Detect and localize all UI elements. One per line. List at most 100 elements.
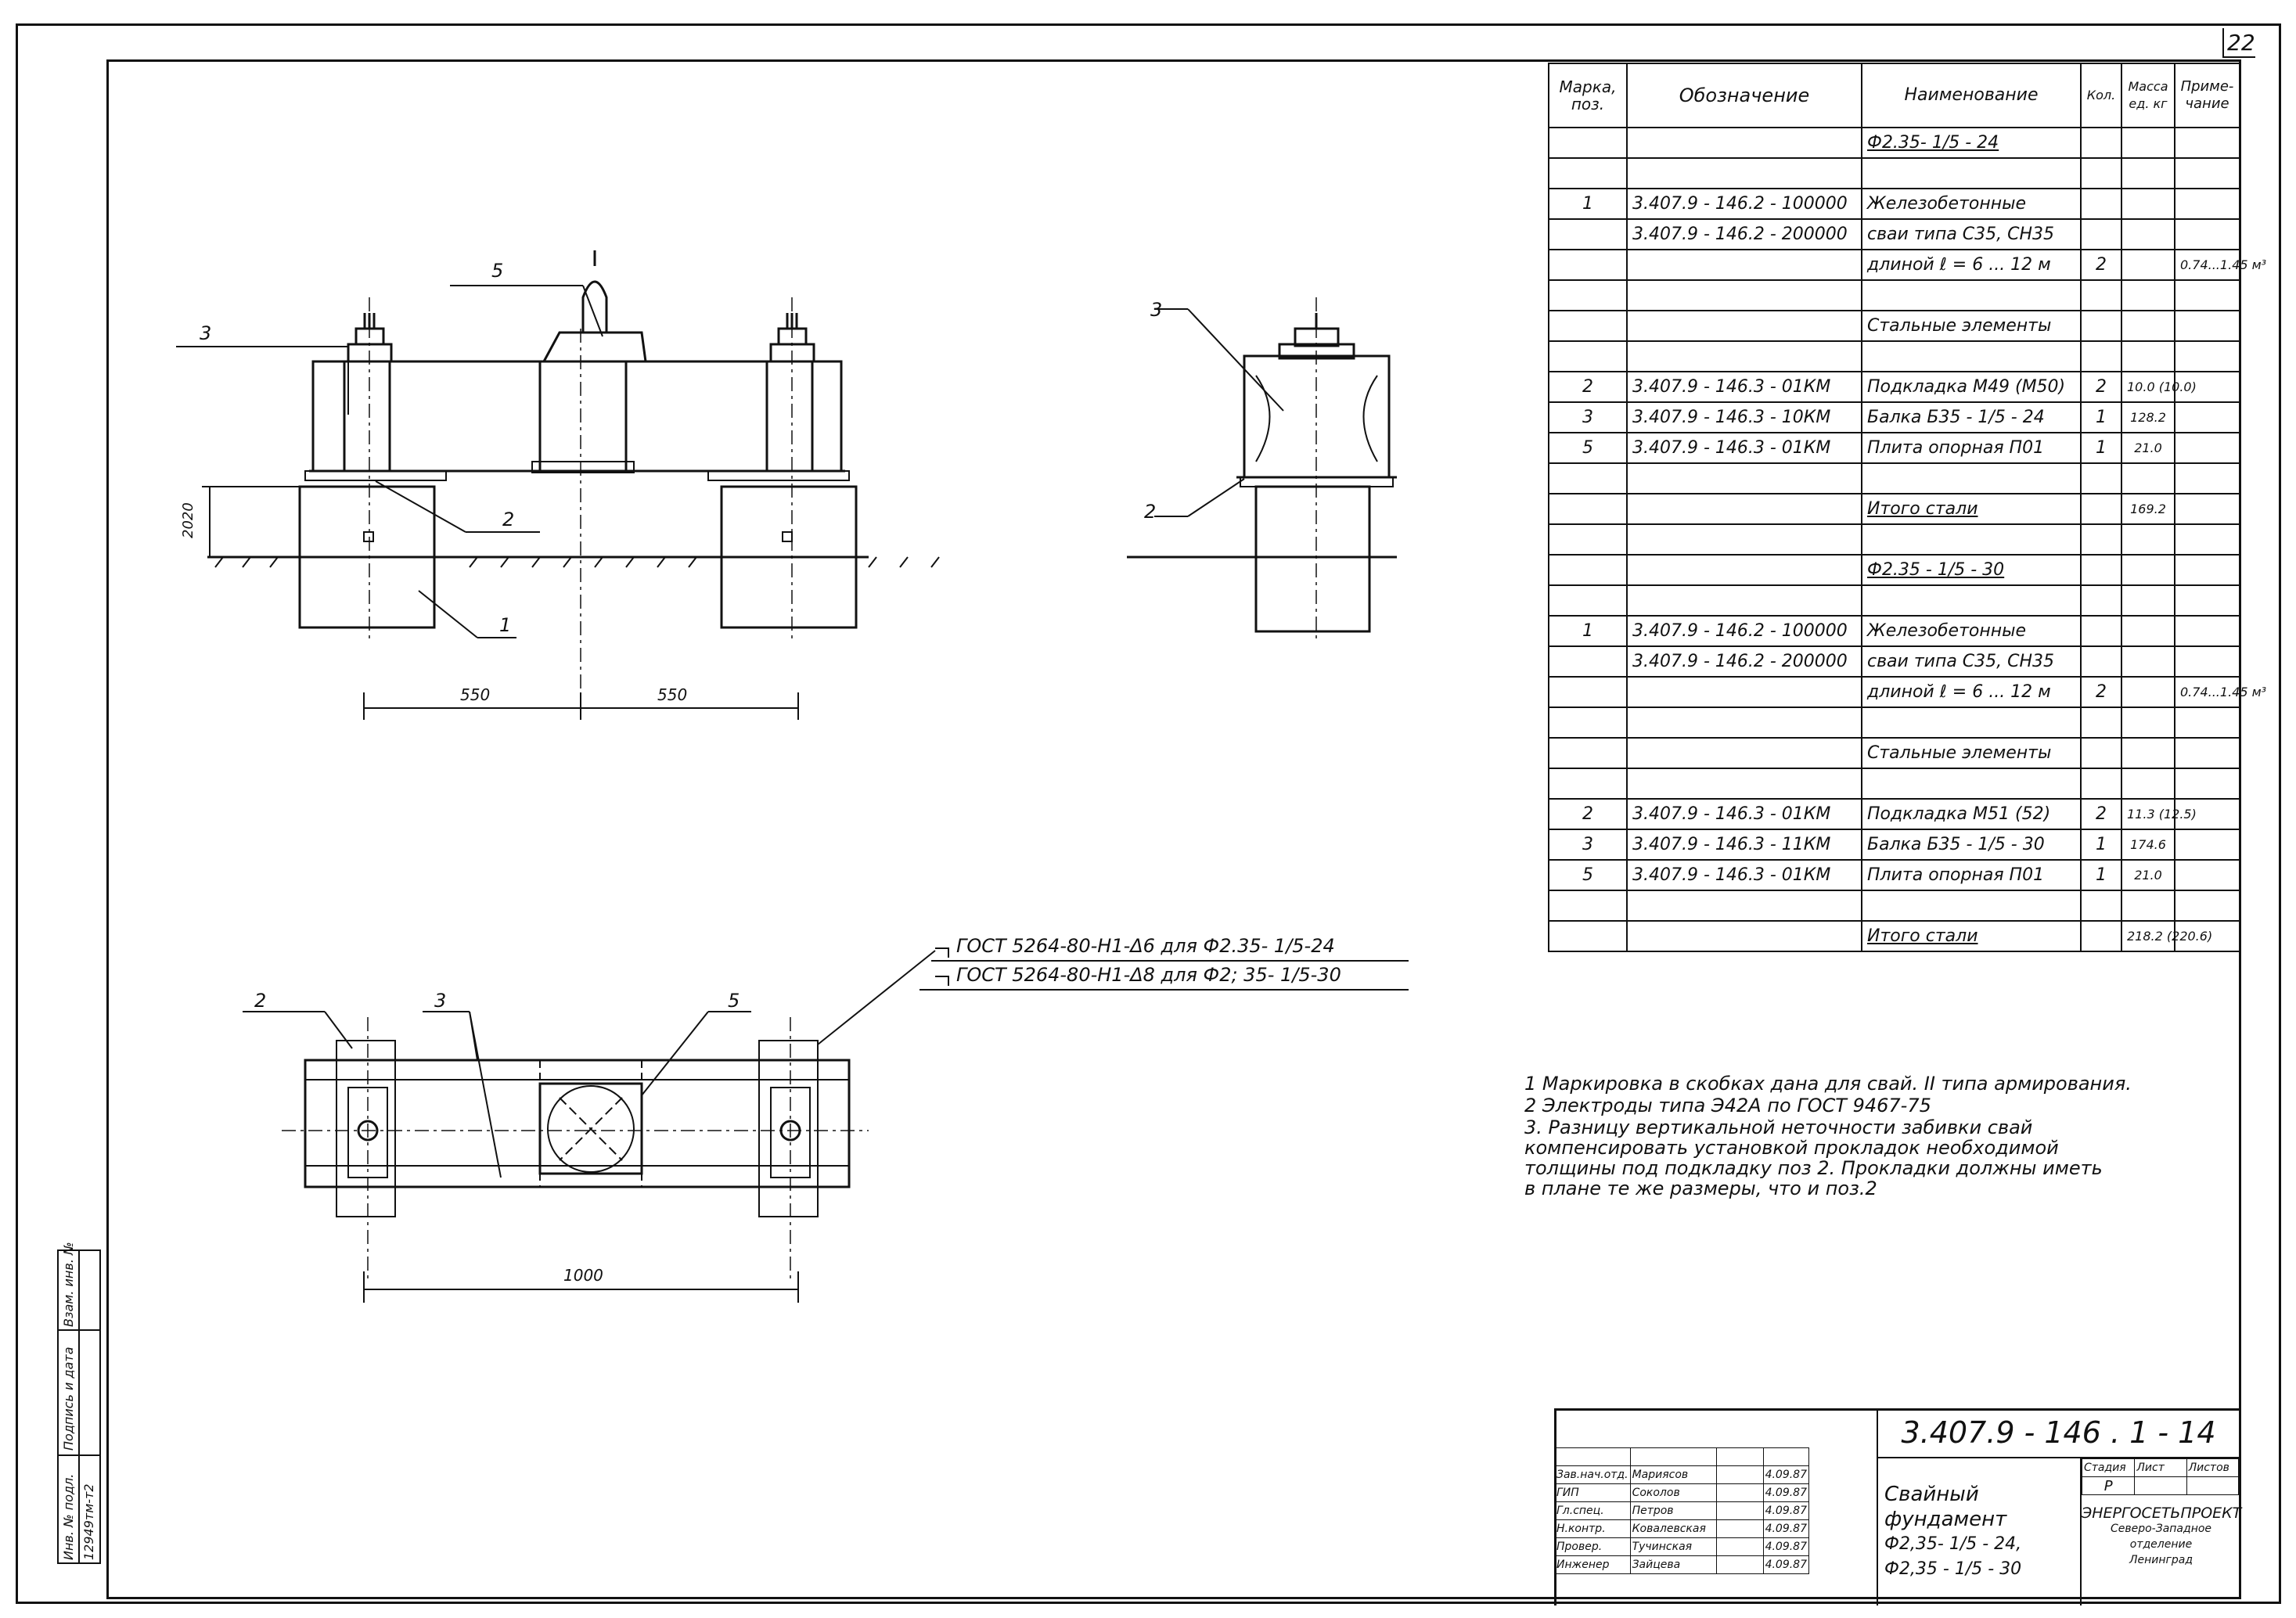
spec-row: Стальные элементы: [1548, 737, 2240, 769]
signature-role: Инженер: [1554, 1555, 1631, 1574]
note-2: 2 Электроды типа Э42А по ГОСТ 9467-75: [1524, 1095, 1931, 1116]
elev-dim-left: 550: [460, 685, 491, 704]
spec-cell-designation: [1626, 493, 1862, 525]
main-frame: [106, 59, 2241, 1599]
spec-cell-qty: 2: [2080, 676, 2122, 708]
spec-cell-designation: 3.407.9 - 146.2 - 200000: [1626, 218, 1862, 250]
spec-header-name: Наименование: [1861, 63, 2082, 128]
spec-cell-name: Железобетонные: [1861, 188, 2082, 220]
spec-cell-qty: [2080, 310, 2122, 342]
spec-header-qty: Кол.: [2080, 63, 2122, 128]
spec-row: [1548, 462, 2240, 494]
spec-cell-designation: 3.407.9 - 146.2 - 200000: [1626, 645, 1862, 678]
spec-cell-pos: [1548, 157, 1628, 189]
spec-cell-mass: [2121, 462, 2175, 494]
spec-cell-designation: [1626, 462, 1862, 494]
spec-cell-designation: [1626, 340, 1862, 372]
spec-cell-note: [2174, 737, 2240, 769]
spec-cell-name: Стальные элементы: [1861, 737, 2082, 769]
spec-cell-name: Подкладка М51 (52): [1861, 798, 2082, 830]
spec-cell-designation: [1626, 523, 1862, 556]
spec-cell-note: 0.74...1.45 м³: [2174, 676, 2266, 708]
spec-cell-pos: [1548, 920, 1628, 952]
spec-header-pos: Марка, поз.: [1548, 63, 1628, 128]
spec-cell-qty: [2080, 279, 2122, 311]
signature-date: 4.09.87: [1762, 1483, 1810, 1502]
spec-cell-note: [2174, 554, 2240, 586]
spec-cell-designation: 3.407.9 - 146.3 - 01КМ: [1626, 371, 1862, 403]
spec-cell-qty: [2080, 737, 2122, 769]
spec-cell-qty: [2080, 615, 2122, 647]
plan-length-dim: 1000: [563, 1266, 603, 1285]
foundation-drawings: [57, 250, 1409, 1564]
spec-cell-designation: [1626, 737, 1862, 769]
spec-cell-qty: [2080, 127, 2122, 159]
spec-cell-name: сваи типа С35, СН35: [1861, 645, 2082, 678]
spec-cell-mass: [2121, 737, 2175, 769]
signature-role: Гл.спец.: [1554, 1501, 1631, 1520]
spec-cell-pos: [1548, 249, 1628, 281]
spec-cell-qty: [2080, 157, 2122, 189]
spec-cell-mass: 10.0 (10.0): [2121, 371, 2197, 403]
spec-cell-qty: [2080, 554, 2122, 586]
spec-cell-pos: 3: [1548, 401, 1628, 433]
spec-cell-designation: 3.407.9 - 146.3 - 01КМ: [1626, 859, 1862, 891]
spec-cell-pos: [1548, 707, 1628, 739]
spec-cell-pos: [1548, 127, 1628, 159]
signature-blank-row: [1554, 1447, 1810, 1466]
signature-sign: [1715, 1483, 1764, 1502]
spec-cell-pos: [1548, 340, 1628, 372]
spec-cell-mass: 128.2: [2121, 401, 2175, 433]
spec-cell-mass: [2121, 127, 2175, 159]
spec-cell-designation: [1626, 310, 1862, 342]
spec-cell-name: Стальные элементы: [1861, 310, 2082, 342]
spec-cell-designation: [1626, 676, 1862, 708]
spec-cell-name: длиной ℓ = 6 ... 12 м: [1861, 676, 2082, 708]
spec-cell-pos: [1548, 737, 1628, 769]
org-line1: ЭНЕРГОСЕТЬПРОЕКТ: [2082, 1505, 2242, 1522]
spec-cell-pos: [1548, 890, 1628, 922]
spec-cell-qty: [2080, 462, 2122, 494]
spec-cell-note: [2174, 798, 2240, 830]
vzam-label: Взам. инв. №: [61, 1242, 76, 1327]
spec-cell-note: [2174, 371, 2240, 403]
spec-cell-designation: [1626, 249, 1862, 281]
spec-cell-note: [2174, 768, 2240, 800]
stage-block: Стадия Лист Листов Р ЭНЕРГОСЕТЬПРОЕКТ Се…: [2080, 1458, 2242, 1605]
spec-cell-designation: [1626, 279, 1862, 311]
stage-table: Стадия Лист Листов Р: [2081, 1458, 2240, 1495]
spec-header-designation: Обозначение: [1626, 63, 1862, 128]
signature-name: Соколов: [1629, 1483, 1717, 1502]
spec-cell-designation: [1626, 768, 1862, 800]
spec-cell-pos: [1548, 279, 1628, 311]
weld-note-1: ГОСТ 5264-80-Н1-Δ6 для Ф2.35- 1/5-24: [956, 935, 1335, 957]
spec-cell-note: [2174, 310, 2240, 342]
signature-date: 4.09.87: [1762, 1519, 1810, 1538]
spec-row: Ф2.35 - 1/5 - 30: [1548, 554, 2240, 586]
side-label-3: 3: [1150, 299, 1163, 321]
spec-cell-mass: [2121, 890, 2175, 922]
signature-date: 4.09.87: [1762, 1465, 1810, 1484]
plan-label-5: 5: [728, 990, 740, 1012]
spec-cell-name: Ф2.35 - 1/5 - 30: [1861, 554, 2082, 586]
stage-header: Стадия: [2081, 1458, 2136, 1477]
spec-header-mass: Масса ед. кг: [2121, 63, 2175, 128]
elev-label-3: 3: [200, 322, 212, 344]
spec-cell-name: [1861, 340, 2082, 372]
spec-cell-mass: [2121, 676, 2175, 708]
spec-cell-pos: 5: [1548, 859, 1628, 891]
spec-cell-mass: [2121, 645, 2175, 678]
spec-row: [1548, 279, 2240, 311]
elev-label-2: 2: [502, 509, 515, 530]
sheets-value: [2186, 1476, 2240, 1495]
